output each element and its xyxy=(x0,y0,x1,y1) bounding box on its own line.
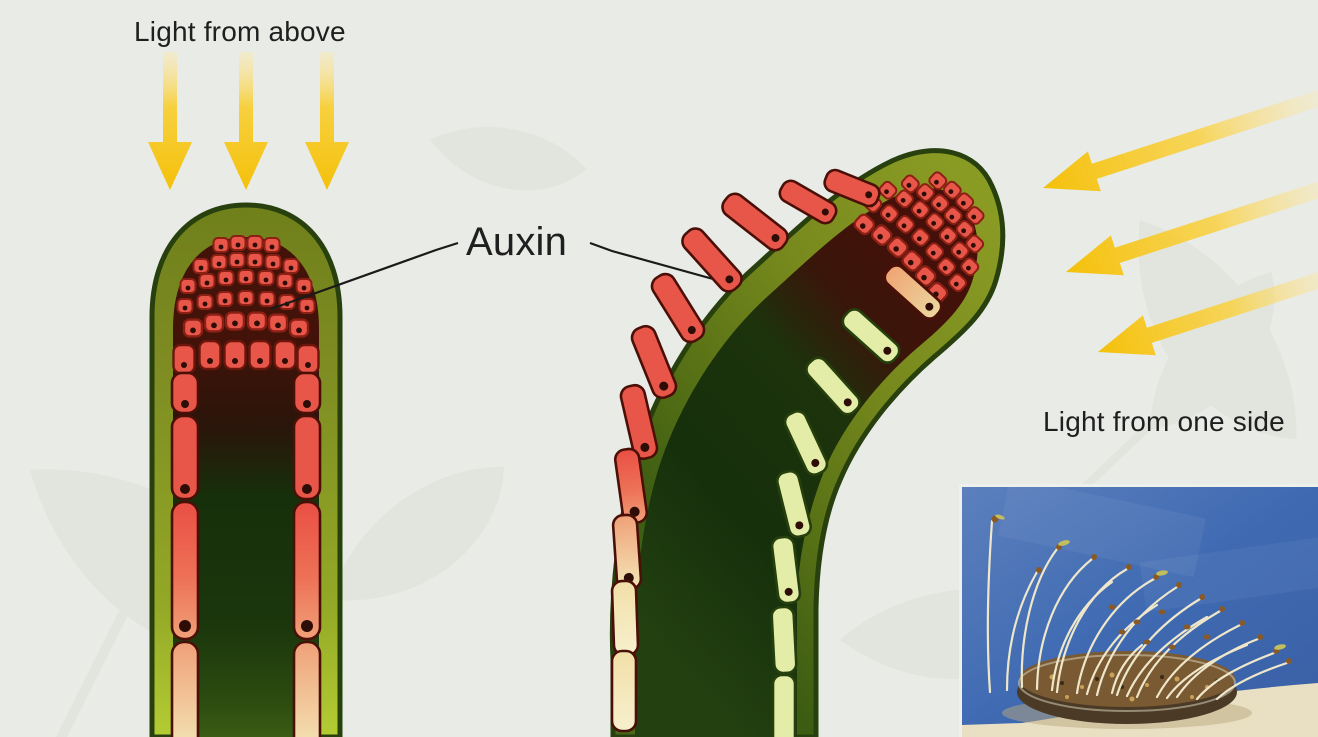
right-cell-column xyxy=(292,371,322,737)
light-ray-side-arrow-icon xyxy=(1098,265,1318,356)
seedlings-photo xyxy=(959,484,1318,737)
shaded-side-cell-column xyxy=(610,168,881,733)
auxin-label: Auxin xyxy=(466,220,568,264)
light-ray-down-arrow-icon xyxy=(224,52,268,190)
shoot-bent-illustration xyxy=(609,148,1006,737)
light-ray-down-arrow-icon xyxy=(305,52,349,190)
shoot-straight-illustration xyxy=(149,202,343,737)
lit-side-cell-column xyxy=(770,264,943,737)
light-from-one-side-label: Light from one side xyxy=(1043,406,1285,437)
light-from-above-label: Light from above xyxy=(134,16,346,47)
seedlings-photo-illustration xyxy=(962,487,1318,737)
seedling-stems xyxy=(986,519,1289,701)
shoot-tip-auxin-cells xyxy=(172,235,320,375)
light-ray-side-arrow-icon xyxy=(1066,175,1318,276)
left-cell-column xyxy=(170,371,200,737)
light-ray-down-arrow-icon xyxy=(148,52,192,190)
light-ray-side-arrow-icon xyxy=(1043,88,1318,192)
seed-leaves xyxy=(995,514,1286,650)
